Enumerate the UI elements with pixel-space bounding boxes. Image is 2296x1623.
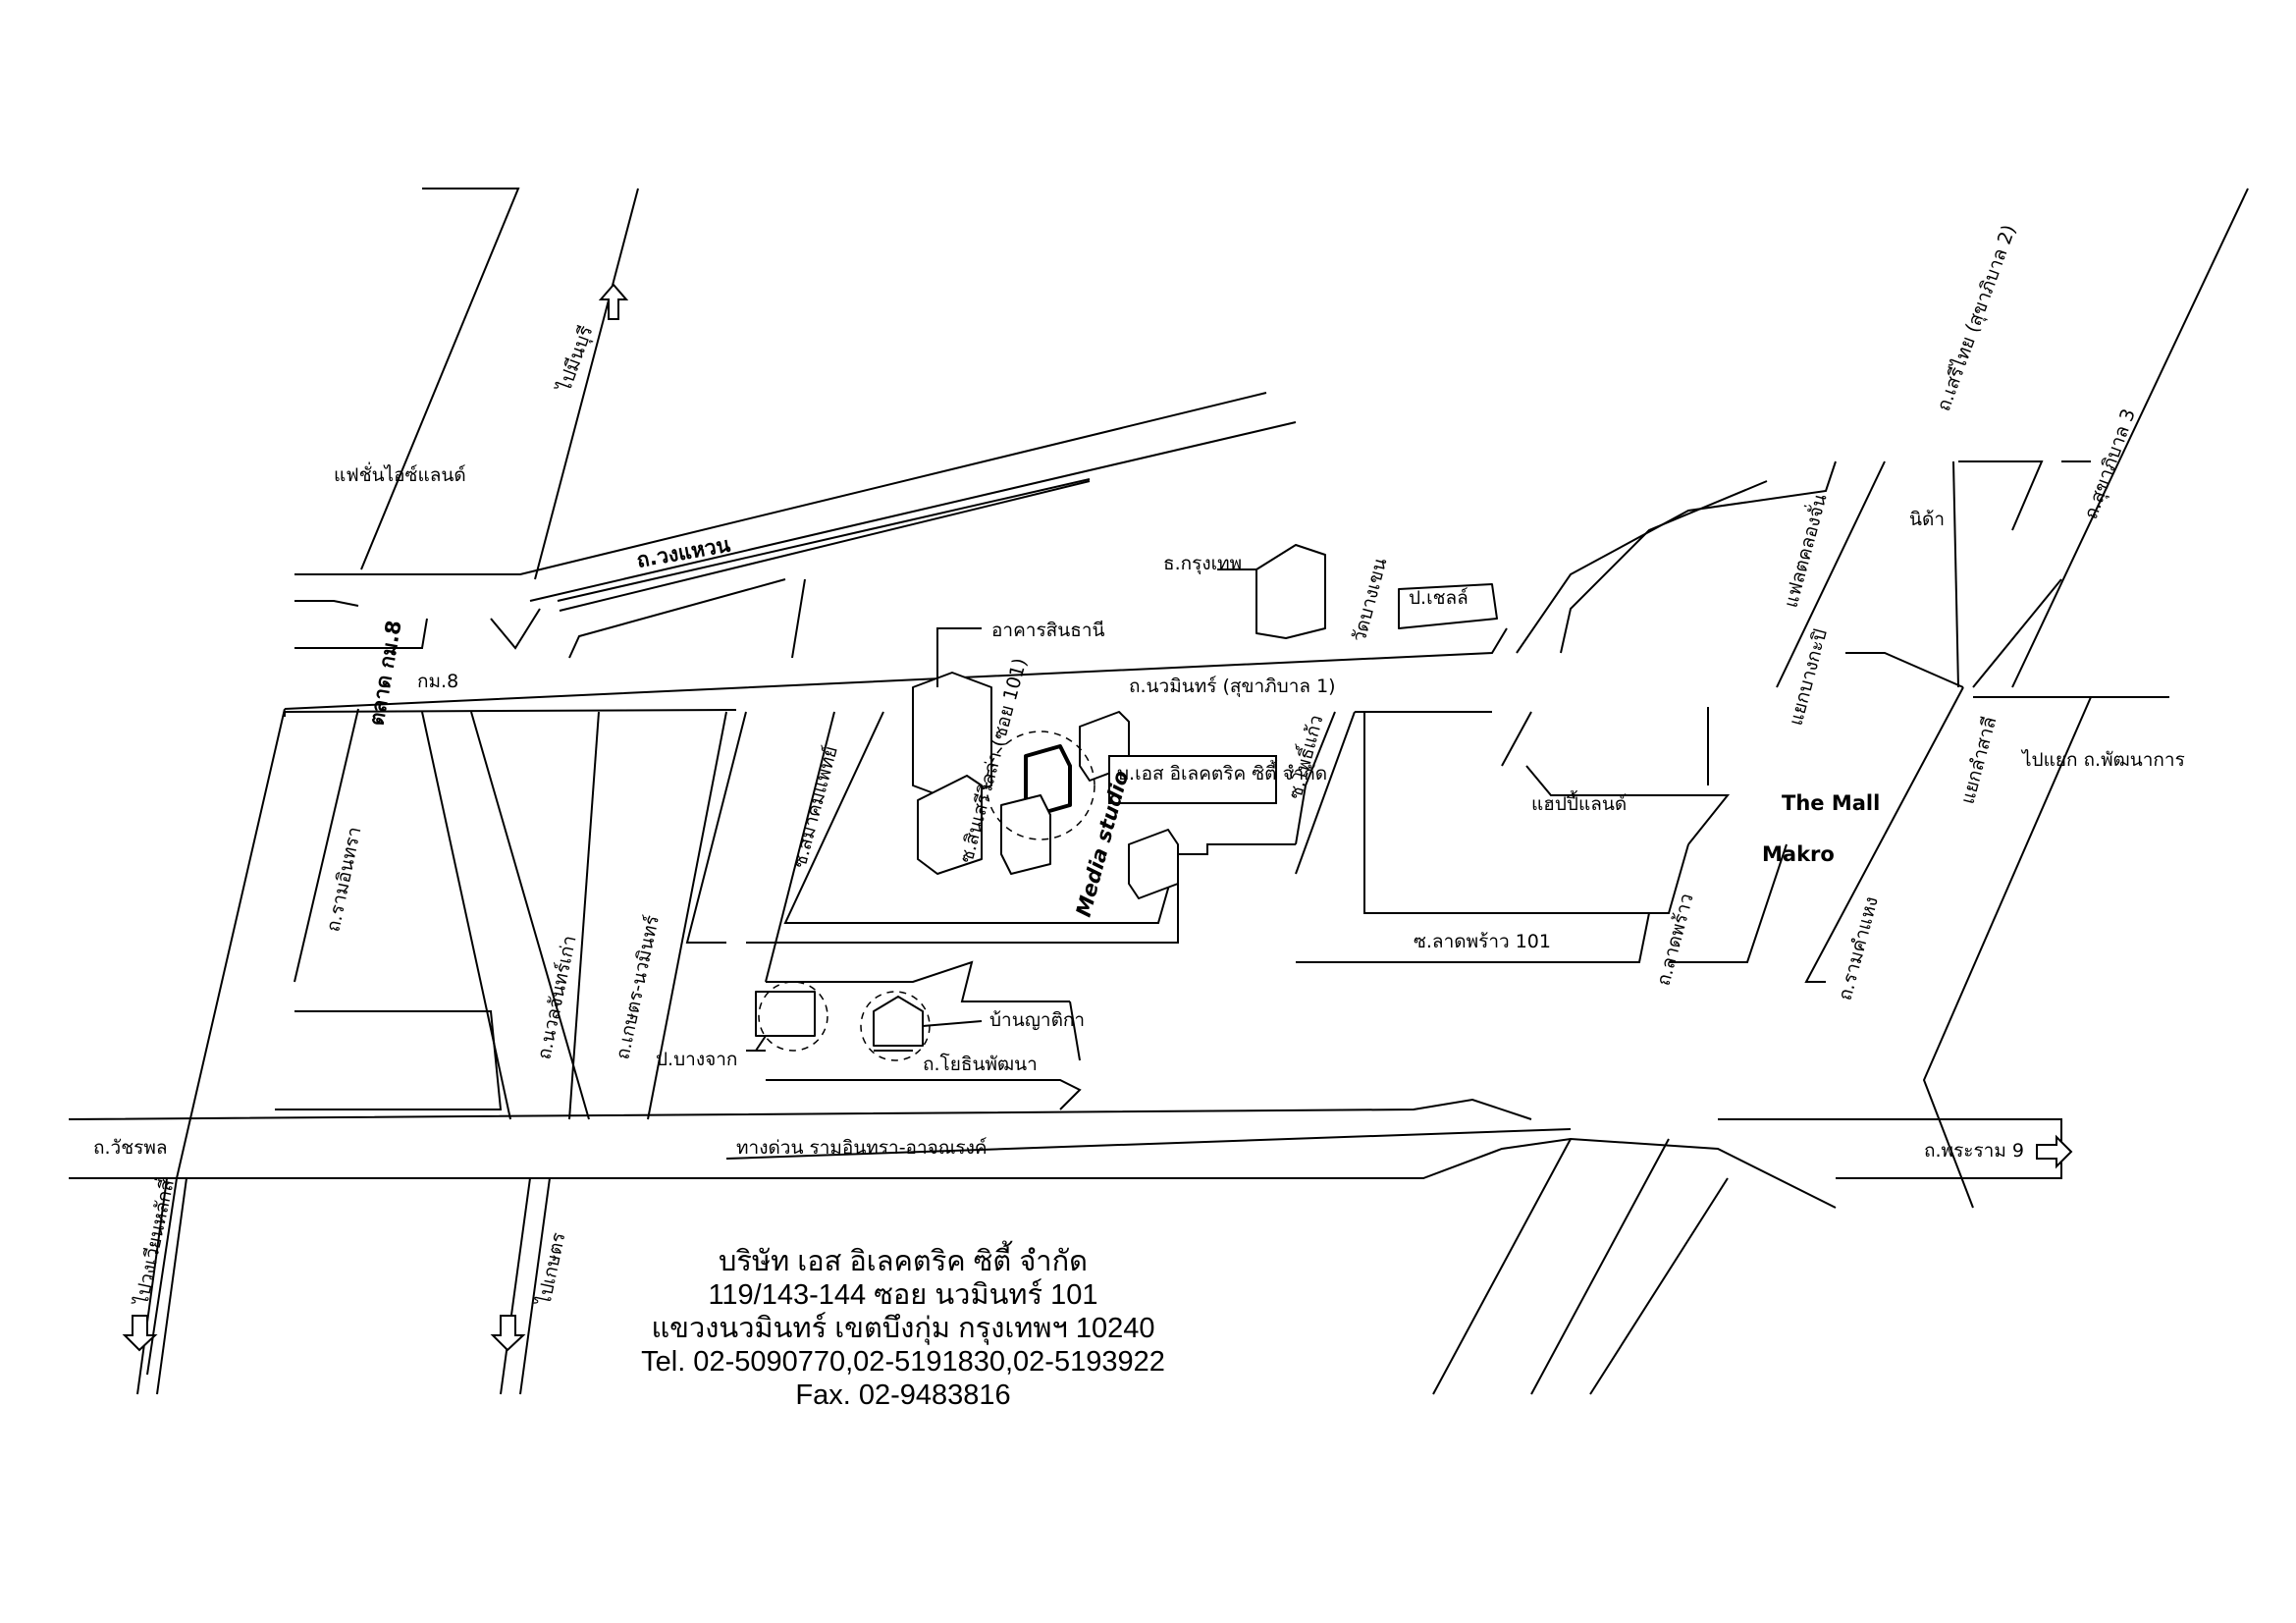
map-labels: แฟชั่นไอซ์แลนด์ ไปมีนบุรี ถ.วงแหวน ตลาด …: [93, 222, 2185, 1309]
direction-arrows: [122, 283, 2073, 1352]
label-sinthani-building: อาคารสินธานี: [991, 620, 1105, 641]
company-fax: Fax. 02-9483816: [795, 1380, 1011, 1411]
label-baan-yatika: บ้านญาติกา: [989, 1009, 1085, 1031]
label-happy-land: แฮปปี้แลนด์: [1531, 790, 1627, 815]
label-the-mall: The Mall: [1782, 791, 1880, 815]
label-media-studio: Media studio: [1072, 768, 1134, 919]
leader-line: [936, 627, 982, 687]
arrow-up-icon: [598, 283, 629, 320]
label-makro: Makro: [1762, 842, 1835, 866]
road-network: [68, 188, 2249, 1395]
label-watcharaphon: ถ.วัชรพล: [93, 1137, 167, 1159]
label-soi-phothikaew: ซ.โพธิ์แก้ว: [1281, 712, 1328, 801]
leader-line: [755, 1035, 767, 1052]
label-bang-kapi-junction: แยกบางกะปิ: [1786, 626, 1832, 728]
label-ladprao-101: ซ.ลาดพร้าว 101: [1414, 931, 1551, 952]
label-ring-road: ถ.วงแหวน: [635, 532, 733, 571]
label-serithai: ถ.เสรีไทย (สุขาภิบาล 2): [1933, 222, 2021, 414]
company-label-box: [1108, 755, 1277, 804]
company-contact-block: บริษัท เอส อิเลคตริค ซิตี้ จำกัด 119/143…: [609, 1245, 1198, 1412]
label-yothin-phatthana: ถ.โยธินพัฒนา: [923, 1053, 1038, 1075]
leader-line: [922, 1020, 983, 1027]
label-nida: นิด้า: [1909, 509, 1945, 530]
label-ramkhamhaeng: ถ.รามคำแหง: [1835, 894, 1883, 1002]
label-to-phatthanakan: ไปแยก ถ.พัฒนาการ: [2020, 749, 2185, 771]
label-kaset-nawamin: ถ.เกษตร-นวมินทร์: [612, 913, 664, 1061]
arrow-down-icon: [122, 1315, 158, 1352]
company-tel: Tel. 02-5090770,02-5191830,02-5193922: [641, 1346, 1165, 1378]
label-expressway: ทางด่วน รามอินทรา-อาจณรงค์: [736, 1137, 988, 1159]
company-address-line2: แขวงนวมินทร์ เขตบึงกุ่ม กรุงเทพฯ 10240: [651, 1313, 1155, 1344]
arrow-right-icon: [2036, 1134, 2073, 1169]
label-nawamin-road: ถ.นวมินทร์ (สุขาภิบาล 1): [1129, 676, 1336, 698]
label-ptt-bangchak: ป.บางจาก: [656, 1049, 737, 1070]
label-bangkok-bank: ธ.กรุงเทพ: [1163, 553, 1242, 575]
label-rama9: ถ.พระราม 9: [1924, 1140, 2024, 1162]
company-address-line1: 119/143-144 ซอย นวมินทร์ 101: [708, 1279, 1098, 1311]
company-name: บริษัท เอส อิเลคตริค ซิตี้ จำกัด: [719, 1246, 1088, 1277]
label-lam-sali-junction: แยกลำสาลี: [1957, 715, 2002, 807]
label-soi-samakkhi: ซ.สมาคมแพทย์: [789, 744, 842, 871]
label-ptt-shell: ป.เชลล์: [1409, 587, 1468, 609]
label-sukhaphiban3: ถ.สุขาภิบาล 3: [2080, 406, 2141, 522]
label-km8: กม.8: [417, 671, 458, 692]
arrow-down-icon: [490, 1315, 526, 1352]
buildings: [755, 544, 1498, 1047]
label-ram-inthra: ถ.รามอินทรา: [322, 825, 365, 934]
label-ladprao-road: ถ.ลาดพร้าว: [1653, 892, 1698, 989]
label-to-minburi: ไปมีนบุรี: [553, 323, 598, 397]
label-company: บ.เอส อิเลคตริค ซิตี้ จำกัด: [1117, 760, 1327, 784]
label-wat-bang-khen: วัดบางเขน: [1349, 556, 1392, 644]
label-to-kaset: ไปเกษตร: [533, 1230, 569, 1309]
label-fashion-island: แฟชั่นไอซ์แลนด์: [334, 461, 466, 486]
